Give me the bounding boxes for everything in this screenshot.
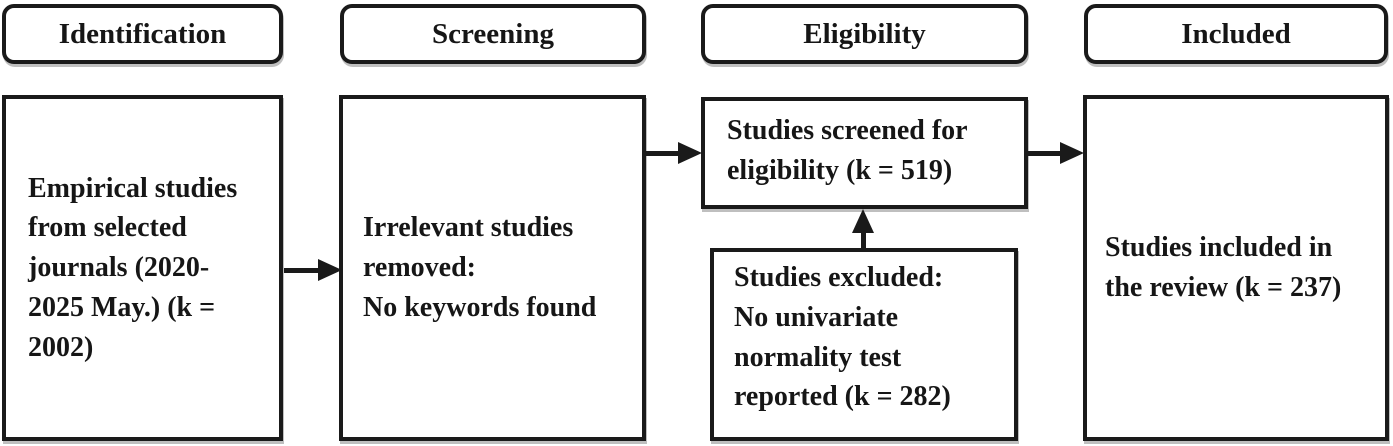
node-eligibility-screened-text: Studies screened for eligibility (k = 51… [727, 115, 968, 186]
node-screening-text: Irrelevant studies removed: No keywords … [363, 212, 597, 323]
stage-header-included-label: Included [1181, 17, 1291, 50]
node-eligibility-excluded-text: Studies excluded: No univariate normalit… [734, 262, 951, 413]
node-identification-text: Empirical studies from selected journals… [28, 172, 238, 363]
node-identification-empirical-studies: Empirical studies from selected journals… [2, 95, 283, 441]
arrow-screening-to-eligibility-shaft [646, 151, 680, 156]
stage-header-screening-label: Screening [432, 17, 554, 50]
node-eligibility-screened: Studies screened for eligibility (k = 51… [701, 97, 1028, 209]
node-screening-irrelevant-removed: Irrelevant studies removed: No keywords … [339, 95, 646, 441]
arrow-excluded-to-screened-shaft [861, 228, 866, 248]
arrow-eligibility-to-included-shaft [1028, 151, 1062, 156]
stage-header-included: Included [1084, 4, 1388, 64]
stage-header-eligibility: Eligibility [701, 4, 1028, 64]
stage-header-eligibility-label: Eligibility [803, 17, 926, 50]
arrow-right-icon [678, 142, 702, 164]
arrow-identification-to-screening-shaft [284, 268, 320, 273]
node-included-studies: Studies included in the review (k = 237) [1083, 95, 1389, 441]
stage-header-identification: Identification [2, 4, 283, 64]
arrow-up-icon [852, 209, 874, 233]
arrow-right-icon [318, 259, 342, 281]
node-eligibility-excluded: Studies excluded: No univariate normalit… [710, 248, 1018, 441]
stage-header-screening: Screening [340, 4, 646, 64]
node-included-text: Studies included in the review (k = 237) [1105, 232, 1342, 303]
arrow-right-icon [1060, 142, 1084, 164]
stage-header-identification-label: Identification [58, 17, 227, 50]
